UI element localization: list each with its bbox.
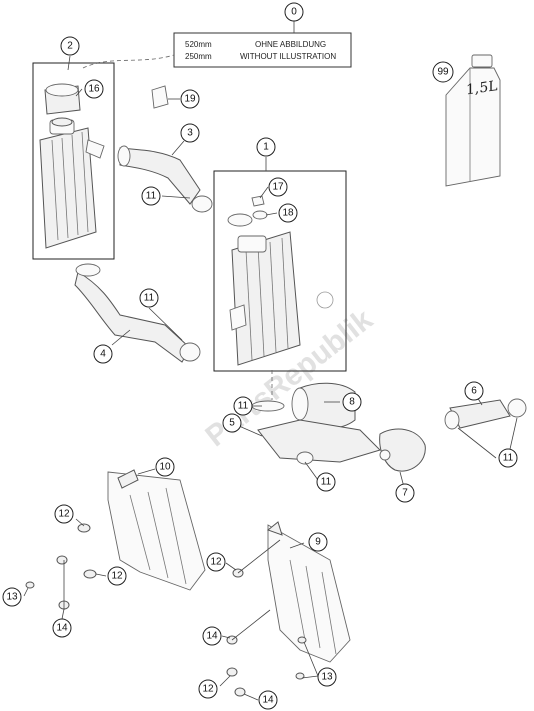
- svg-text:16: 16: [88, 84, 100, 95]
- right-bolts: [226, 539, 307, 697]
- radiator-right-frame: [213, 170, 347, 372]
- seal-18: [252, 210, 268, 220]
- svg-text:4: 4: [100, 349, 106, 360]
- svg-text:2: 2: [67, 41, 73, 52]
- radiator-guard-left: [107, 469, 206, 591]
- callout-99: 99: [432, 61, 454, 83]
- svg-text:11: 11: [146, 191, 157, 202]
- svg-text:6: 6: [471, 386, 477, 397]
- radiator-right: [227, 213, 334, 366]
- callout-9: 9: [308, 532, 328, 552]
- radiator-guard-right: [266, 521, 351, 663]
- callout-14-b: 14: [202, 626, 222, 646]
- svg-text:1: 1: [263, 142, 269, 153]
- svg-text:11: 11: [503, 453, 514, 464]
- upper-hose: [117, 145, 213, 213]
- callout-11-a: 11: [141, 186, 161, 206]
- svg-text:14: 14: [56, 623, 68, 634]
- svg-text:11: 11: [321, 477, 332, 488]
- note-line2-right: WITHOUT ILLUSTRATION: [240, 52, 336, 61]
- callout-8: 8: [342, 392, 362, 412]
- svg-text:7: 7: [402, 488, 408, 499]
- svg-text:13: 13: [6, 592, 18, 603]
- left-bolts: [25, 523, 97, 610]
- callout-3: 3: [180, 123, 200, 143]
- callout-12-c: 12: [206, 552, 226, 572]
- svg-text:12: 12: [111, 571, 123, 582]
- svg-text:18: 18: [282, 208, 294, 219]
- svg-text:13: 13: [321, 672, 333, 683]
- callout-12-a: 12: [54, 504, 74, 524]
- svg-text:8: 8: [349, 397, 355, 408]
- callout-6: 6: [464, 381, 484, 401]
- callout-14-c: 14: [258, 690, 278, 710]
- svg-text:12: 12: [210, 557, 222, 568]
- svg-text:19: 19: [184, 94, 196, 105]
- radiator-left: [39, 83, 105, 249]
- callout-17: 17: [268, 177, 288, 197]
- svg-text:10: 10: [159, 462, 171, 473]
- callout-10: 10: [155, 457, 175, 477]
- svg-text:9: 9: [315, 537, 321, 548]
- bottle-label: 1,5L: [466, 78, 498, 98]
- screw-17: [251, 195, 265, 207]
- svg-text:99: 99: [437, 67, 449, 78]
- callout-0: 0: [284, 2, 304, 22]
- callout-11-c: 11: [233, 396, 253, 416]
- clip-part: [151, 85, 169, 109]
- callout-1: 1: [256, 137, 276, 157]
- radiator-left-frame: [32, 62, 115, 260]
- callout-11-d: 11: [316, 472, 336, 492]
- callout-12-d: 12: [198, 679, 218, 699]
- svg-text:3: 3: [187, 128, 193, 139]
- callout-18: 18: [278, 203, 298, 223]
- hose-dash-line: [82, 54, 175, 69]
- pump-assembly: [251, 382, 527, 472]
- callout-19: 19: [180, 89, 200, 109]
- svg-text:14: 14: [206, 631, 218, 642]
- note-line2-left: 250mm: [185, 52, 212, 61]
- svg-text:11: 11: [144, 293, 155, 304]
- callout-7: 7: [395, 483, 415, 503]
- note-line1-right: OHNE ABBILDUNG: [255, 40, 326, 49]
- note-box: 520mm OHNE ABBILDUNG 250mm WITHOUT ILLUS…: [173, 21, 352, 68]
- callout-14-a: 14: [52, 618, 72, 638]
- callout-13-b: 13: [317, 667, 337, 687]
- svg-text:12: 12: [202, 684, 214, 695]
- callout-16: 16: [84, 79, 104, 99]
- callout-12-b: 12: [107, 566, 127, 586]
- svg-text:5: 5: [229, 418, 235, 429]
- callout-11-b: 11: [139, 288, 159, 308]
- callout-2: 2: [60, 36, 80, 56]
- svg-text:0: 0: [291, 7, 297, 18]
- callout-4: 4: [93, 344, 113, 364]
- svg-text:12: 12: [58, 509, 70, 520]
- callout-11-e: 11: [498, 448, 518, 468]
- svg-text:11: 11: [238, 401, 249, 412]
- coolant-bottle: 1,5L: [445, 54, 501, 187]
- callout-5: 5: [222, 413, 242, 433]
- svg-text:14: 14: [262, 695, 274, 706]
- note-line1-left: 520mm: [185, 40, 212, 49]
- svg-text:17: 17: [272, 182, 284, 193]
- lower-hose: [74, 263, 201, 363]
- callout-13-a: 13: [2, 587, 22, 607]
